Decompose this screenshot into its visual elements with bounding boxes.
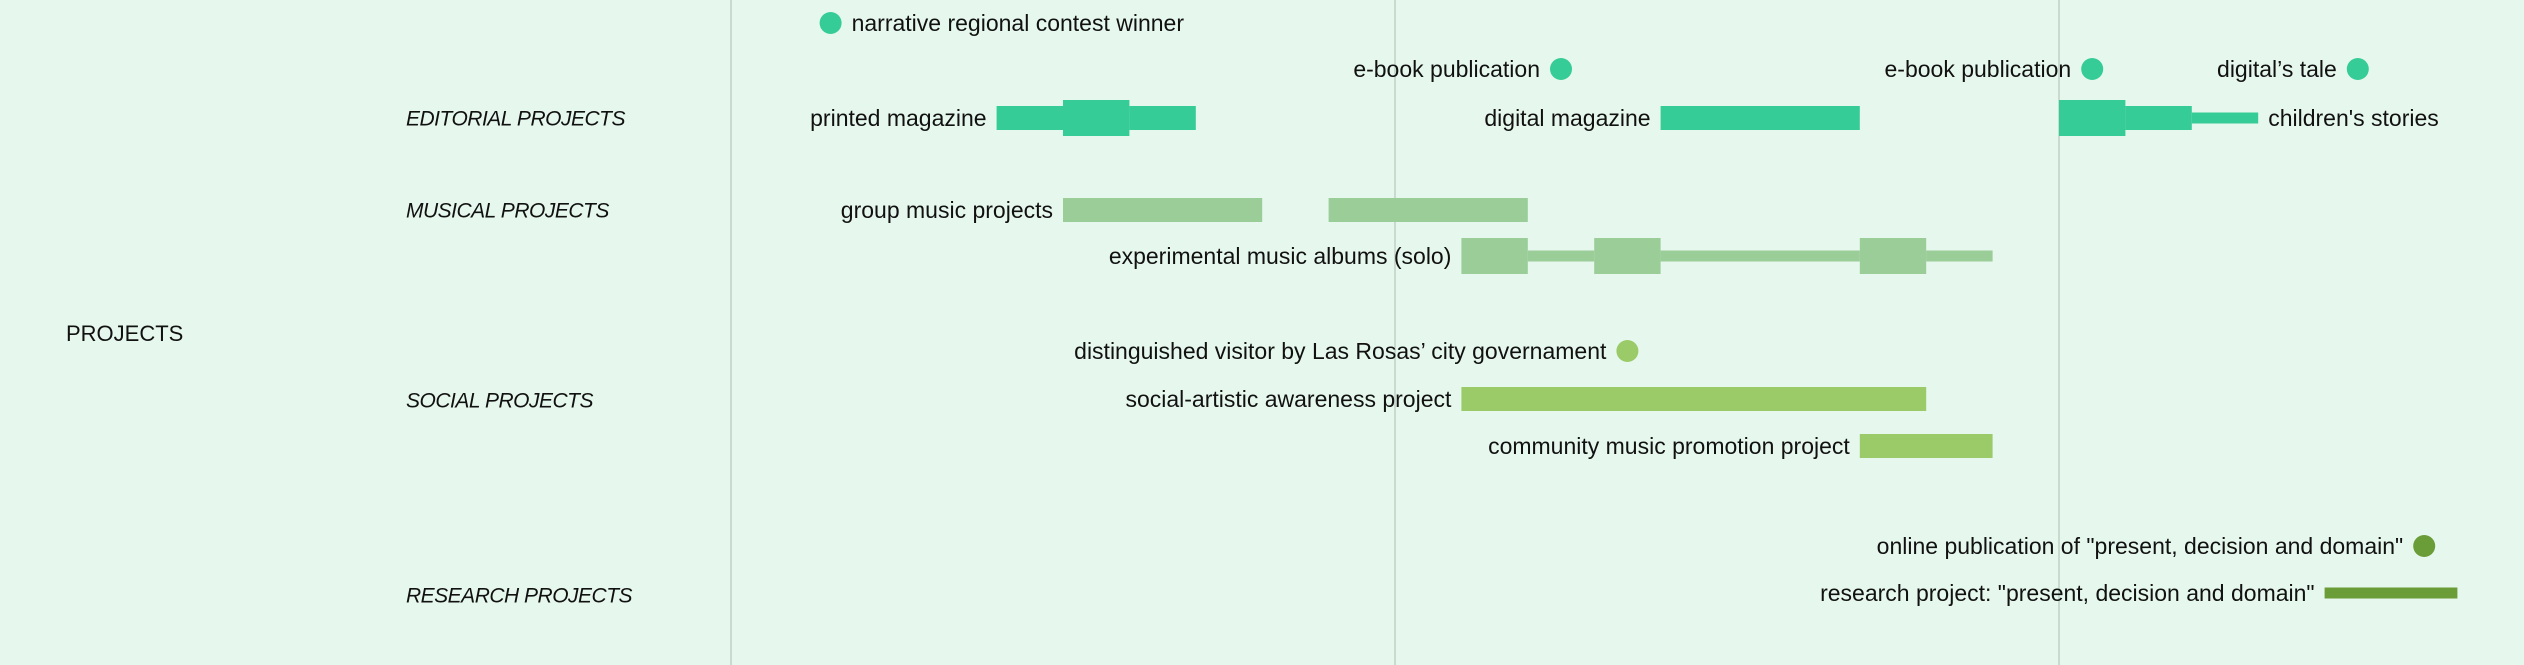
timeline-marks: narrative regional contest winner e-book … bbox=[810, 10, 2458, 606]
project-bar: social-artistic awareness project bbox=[1125, 386, 1927, 412]
bar-segment bbox=[1926, 250, 1993, 262]
milestone: e-book publication bbox=[1353, 56, 1572, 82]
item-label: e-book publication bbox=[1885, 56, 2072, 82]
item-label: e-book publication bbox=[1353, 56, 1540, 82]
category-label: SOCIAL PROJECTS bbox=[406, 390, 593, 413]
milestone: e-book publication bbox=[1885, 56, 2104, 82]
bar-segment bbox=[1594, 238, 1661, 274]
milestone-dot bbox=[1616, 340, 1639, 362]
item-label: social-artistic awareness project bbox=[1125, 386, 1452, 412]
item-label: narrative regional contest winner bbox=[852, 10, 1185, 36]
category-label: RESEARCH PROJECTS bbox=[406, 585, 633, 608]
bar-segment bbox=[2125, 106, 2192, 130]
bar-segment bbox=[1859, 238, 1927, 274]
project-bar: group music projects bbox=[841, 197, 1528, 223]
bar-segment bbox=[1328, 198, 1528, 222]
milestone-dot bbox=[2346, 58, 2369, 80]
bar-segment bbox=[1859, 434, 1993, 458]
project-bar: experimental music albums (solo) bbox=[1109, 238, 1993, 274]
bar-segment bbox=[1527, 250, 1595, 262]
milestone: digital’s tale bbox=[2217, 56, 2369, 82]
item-label: distinguished visitor by Las Rosas’ city… bbox=[1074, 338, 1607, 364]
milestone: distinguished visitor by Las Rosas’ city… bbox=[1074, 338, 1639, 364]
item-label: group music projects bbox=[841, 197, 1053, 223]
category-label: MUSICAL PROJECTS bbox=[406, 200, 609, 223]
gridlines bbox=[730, 0, 2060, 665]
bar-segment bbox=[1660, 250, 1860, 262]
item-label: digital magazine bbox=[1484, 105, 1650, 131]
bar-segment bbox=[1063, 100, 1130, 136]
category-labels: EDITORIAL PROJECTS MUSICAL PROJECTS SOCIAL… bbox=[406, 108, 633, 608]
milestone-dot bbox=[1550, 58, 1572, 80]
item-label: online publication of "present, decision… bbox=[1877, 533, 2404, 559]
bar-segment bbox=[1461, 387, 1927, 411]
milestone: online publication of "present, decision… bbox=[1877, 533, 2436, 559]
bar-segment bbox=[2059, 100, 2126, 136]
milestone-dot bbox=[2081, 58, 2104, 80]
item-label: research project: "present, decision and… bbox=[1820, 580, 2315, 606]
project-bar: printed magazine bbox=[810, 100, 1196, 136]
project-bar: community music promotion project bbox=[1488, 433, 1993, 459]
project-bar: research project: "present, decision and… bbox=[1820, 580, 2458, 606]
project-bar: digital magazine bbox=[1484, 105, 1860, 131]
item-label: community music promotion project bbox=[1488, 433, 1850, 459]
bar-segment bbox=[1129, 106, 1196, 130]
bar-segment bbox=[2324, 587, 2458, 599]
bar-segment bbox=[1063, 198, 1263, 222]
milestone-dot bbox=[2413, 535, 2436, 557]
milestone-dot bbox=[819, 12, 842, 34]
root-label: PROJECTS bbox=[66, 321, 183, 346]
category-label: EDITORIAL PROJECTS bbox=[406, 108, 625, 131]
bar-segment bbox=[996, 106, 1063, 130]
bar-segment bbox=[1660, 106, 1860, 130]
bar-segment bbox=[2191, 112, 2259, 124]
item-label: experimental music albums (solo) bbox=[1109, 243, 1452, 269]
bar-segment bbox=[1461, 238, 1528, 274]
project-bar: children's stories bbox=[2059, 100, 2439, 136]
item-label: printed magazine bbox=[810, 105, 986, 131]
item-label: children's stories bbox=[2268, 105, 2439, 131]
item-label: digital’s tale bbox=[2217, 56, 2337, 82]
milestone: narrative regional contest winner bbox=[819, 10, 1185, 36]
